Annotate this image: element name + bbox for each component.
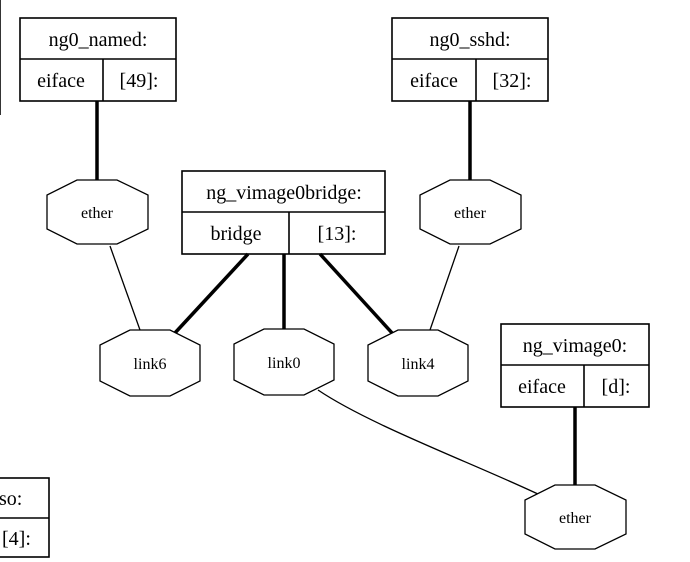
node-partial-id: [4]: [2, 528, 31, 550]
node-bridge-title: ng_vimage0bridge: [206, 182, 362, 204]
node-ng0-named-type: eiface [37, 70, 85, 92]
hook-ether-left-label: ether [81, 205, 114, 222]
node-ng0-named[interactable]: ng0_named: eiface [49]: [19, 17, 177, 102]
node-bridge-type: bridge [210, 223, 261, 245]
node-bridge-id: [13]: [318, 223, 357, 245]
edge-ether-link6 [109, 245, 141, 331]
node-ng0-sshd-id: [32]: [493, 70, 532, 92]
hook-link4[interactable]: link4 [367, 329, 469, 397]
hook-ether-bottom-label: ether [559, 510, 592, 527]
node-ng-vimage0-type: eiface [518, 376, 566, 398]
node-ng0-sshd-title: ng0_sshd: [429, 29, 510, 51]
hook-ether-right-label: ether [454, 205, 487, 222]
node-ng-vimage0-title: ng_vimage0: [523, 335, 627, 357]
hook-ether-right[interactable]: ether [419, 179, 522, 245]
node-ng-vimage0-id: [d]: [602, 376, 631, 398]
node-ng0-named-id: [49]: [120, 70, 159, 92]
hook-link4-label: link4 [402, 356, 435, 373]
node-ng0-named-title: ng0_named: [49, 29, 148, 51]
node-partial-bottom-left[interactable]: so: [4]: [0, 477, 50, 558]
hook-ether-bottom[interactable]: ether [524, 484, 627, 550]
node-ng0-sshd[interactable]: ng0_sshd: eiface [32]: [391, 17, 549, 102]
edge-bridge-link6 [172, 252, 250, 336]
node-partial-title: so: [0, 488, 22, 510]
edge-bridge-link4 [318, 252, 395, 336]
edges [95, 101, 577, 496]
node-ng-vimage0[interactable]: ng_vimage0: eiface [d]: [500, 323, 650, 408]
node-ng0-sshd-type: eiface [410, 70, 458, 92]
edge-ether-link4 [429, 245, 460, 331]
hook-link6[interactable]: link6 [99, 329, 201, 397]
node-ng-vimage0bridge[interactable]: ng_vimage0bridge: bridge [13]: [181, 170, 386, 255]
edge-link0-ether [317, 389, 541, 496]
hook-ether-left[interactable]: ether [46, 179, 149, 245]
hook-link6-label: link6 [134, 356, 167, 373]
hook-link0-label: link0 [268, 355, 301, 372]
hook-link0[interactable]: link0 [233, 328, 335, 396]
